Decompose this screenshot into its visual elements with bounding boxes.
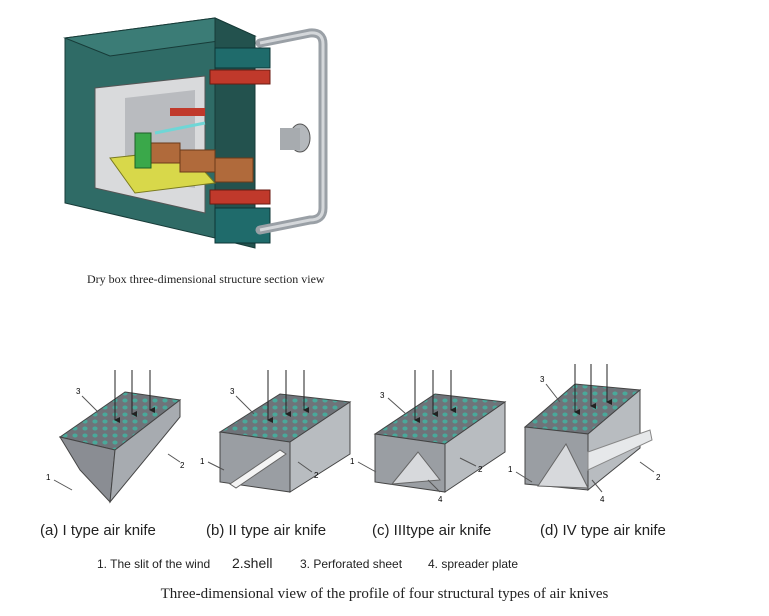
panel-c-knife: 3 2 1 4 xyxy=(350,370,507,504)
side-duct-pipe xyxy=(280,128,300,150)
panel-b-label: (b) II type air knife xyxy=(206,522,327,539)
panel-b-callout-1: 1 xyxy=(200,457,205,466)
panel-b-callout-3: 3 xyxy=(230,387,235,396)
legend-item-4: 4. spreader plate xyxy=(428,557,519,571)
steel-plate-upper xyxy=(214,47,271,69)
panel-c-side xyxy=(444,401,506,493)
panel-d-spreader-shelf xyxy=(587,429,653,471)
wood-block-2 xyxy=(179,149,216,173)
green-bracket xyxy=(134,132,152,169)
pipe-handle-highlight xyxy=(259,31,325,232)
panel-d-spreader xyxy=(537,443,589,489)
panel-d-knife: 3 2 1 4 xyxy=(508,364,661,504)
legend-item-2: 2.shell xyxy=(232,555,273,571)
panel-d-callout-3: 3 xyxy=(540,375,545,384)
panel-d-side xyxy=(587,388,641,492)
red-heater-top xyxy=(209,69,271,85)
panel-a-callout-3: 3 xyxy=(76,387,81,396)
panel-d-label: (d) IV type air knife xyxy=(540,522,666,539)
red-heater-mid xyxy=(170,108,205,116)
panel-b-front xyxy=(219,431,291,493)
panel-c-callout-1: 1 xyxy=(350,457,355,466)
panel-b-side xyxy=(289,401,351,493)
legend-item-1: 1. The slit of the wind xyxy=(97,557,211,571)
panel-c-callout-2: 2 xyxy=(478,465,483,474)
dry-box-section-illustration xyxy=(63,17,328,249)
panel-b-slit xyxy=(229,449,287,489)
figure2-caption: Three-dimensional view of the profile of… xyxy=(160,586,609,602)
wood-block-1 xyxy=(149,142,181,164)
panel-b-callout-2: 2 xyxy=(314,471,319,480)
figure1-caption: Dry box three-dimensional structure sect… xyxy=(87,272,325,286)
panel-c-callout-4: 4 xyxy=(438,495,443,504)
air-knives-illustration: 3 2 1 3 2 1 3 2 1 4 xyxy=(46,364,661,504)
panel-a-callout-1: 1 xyxy=(46,473,51,482)
panel-c-label: (c) IIItype air knife xyxy=(372,522,492,539)
panel-a-label: (a) I type air knife xyxy=(40,522,156,539)
legend-item-3: 3. Perforated sheet xyxy=(300,557,403,571)
panel-d-callout-1: 1 xyxy=(508,465,513,474)
panel-d-callout-4: 4 xyxy=(600,495,605,504)
panel-d-callout-2: 2 xyxy=(656,473,661,482)
panel-c-spreader xyxy=(390,451,441,485)
panel-b-knife: 3 2 1 xyxy=(200,370,352,493)
panel-a-knife: 3 2 1 xyxy=(46,370,185,504)
red-heater-bottom xyxy=(209,189,271,205)
panel-c-callout-3: 3 xyxy=(380,391,385,400)
panel-a-callout-2: 2 xyxy=(180,461,185,470)
wood-block-3 xyxy=(214,157,254,183)
cyan-rod xyxy=(154,121,206,135)
panel-a-right xyxy=(109,398,181,504)
